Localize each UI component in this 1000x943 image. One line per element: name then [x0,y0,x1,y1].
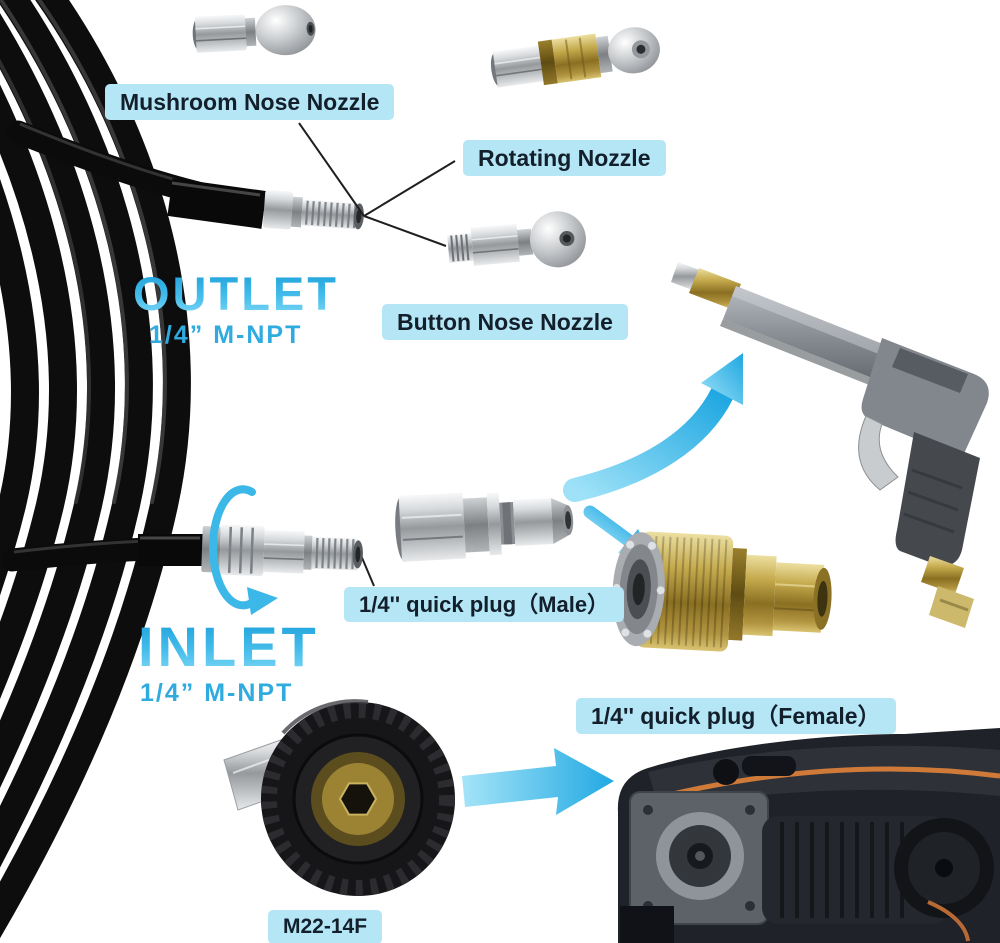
rotating-nozzle-photo [490,27,660,88]
label-rotating-nozzle: Rotating Nozzle [463,140,666,177]
outlet-spec: 1/4” M-NPT [149,321,303,349]
outlet-fitting [262,189,364,230]
label-quick-plug-male: 1/4'' quick plug（Male） [344,587,625,623]
quick-plug-female-photo [612,531,832,652]
inlet-hose [0,534,204,572]
pressure-washer-photo [617,728,1000,943]
button-nozzle-photo [447,211,586,268]
right-flow-arrow-icon [462,748,614,815]
swivel-rotation-arrow-icon [209,485,278,615]
label-mushroom-nozzle: Mushroom Nose Nozzle [105,84,395,121]
mushroom-nozzle-photo [192,5,316,56]
spray-gun-photo [671,262,989,628]
inlet-title: INLET [138,615,320,678]
outlet-title: OUTLET [133,267,339,320]
inlet-spec: 1/4” M-NPT [140,679,294,707]
label-m22-adapter: M22-14F [268,910,383,943]
label-button-nozzle: Button Nose Nozzle [382,304,628,341]
m22-adapter-photo [223,699,455,896]
inlet-fitting [201,524,363,576]
quick-plug-male-photo [395,492,574,562]
curved-flow-arrow-icon [563,353,743,502]
outlet-hose [6,120,267,229]
label-quick-plug-female: 1/4'' quick plug（Female） [576,698,896,735]
